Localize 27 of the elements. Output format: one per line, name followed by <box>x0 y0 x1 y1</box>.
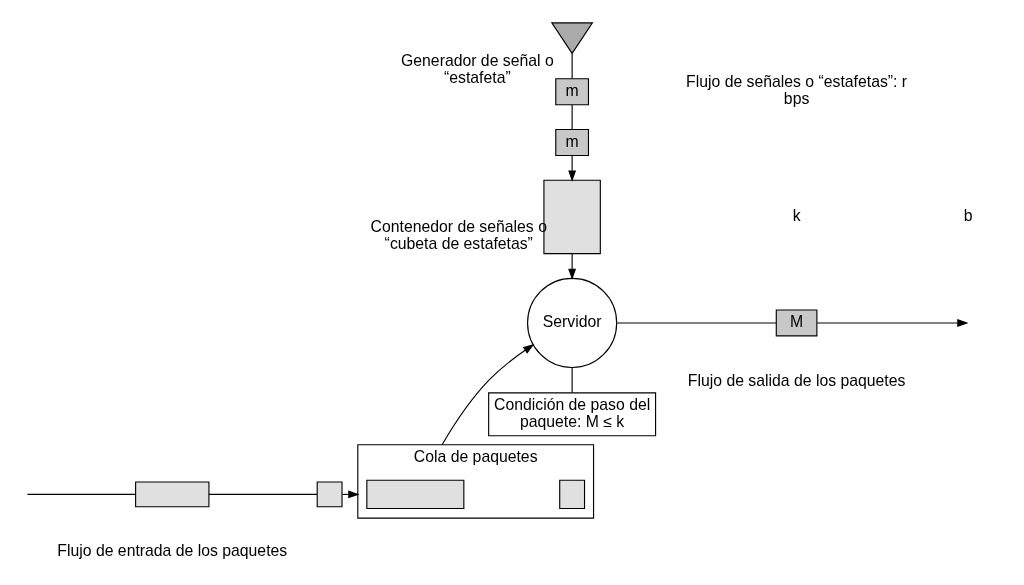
label: Flujo de entrada de los paquetes <box>56 542 287 560</box>
node-box: Condición de paso del paquete: M ≤ k <box>487 392 656 437</box>
node-circle: Servidor <box>526 277 617 369</box>
node-box <box>365 479 464 510</box>
arrow <box>816 319 969 327</box>
node-triangle <box>550 22 593 55</box>
label: k <box>792 207 801 225</box>
label: b <box>963 207 972 225</box>
connector <box>616 322 777 324</box>
connector <box>26 493 136 495</box>
label: Flujo de salida de los paquetes <box>687 371 905 389</box>
node-box <box>316 481 343 508</box>
node-box <box>134 481 209 508</box>
node-box: m <box>554 128 589 156</box>
connector <box>207 493 318 495</box>
connector <box>571 104 573 130</box>
arrow <box>567 155 576 182</box>
node-box: M <box>775 309 817 337</box>
connector <box>571 366 573 394</box>
arrow <box>567 253 576 280</box>
node-box <box>558 479 585 510</box>
connector <box>571 53 573 79</box>
label: Flujo de señales o “estafetas”: r bps <box>685 73 907 108</box>
node-box: m <box>554 78 589 106</box>
node-label: Generador de señal o “estafeta” <box>400 52 554 86</box>
arrow <box>441 344 534 446</box>
cluster: Cola de paquetes <box>356 444 594 519</box>
